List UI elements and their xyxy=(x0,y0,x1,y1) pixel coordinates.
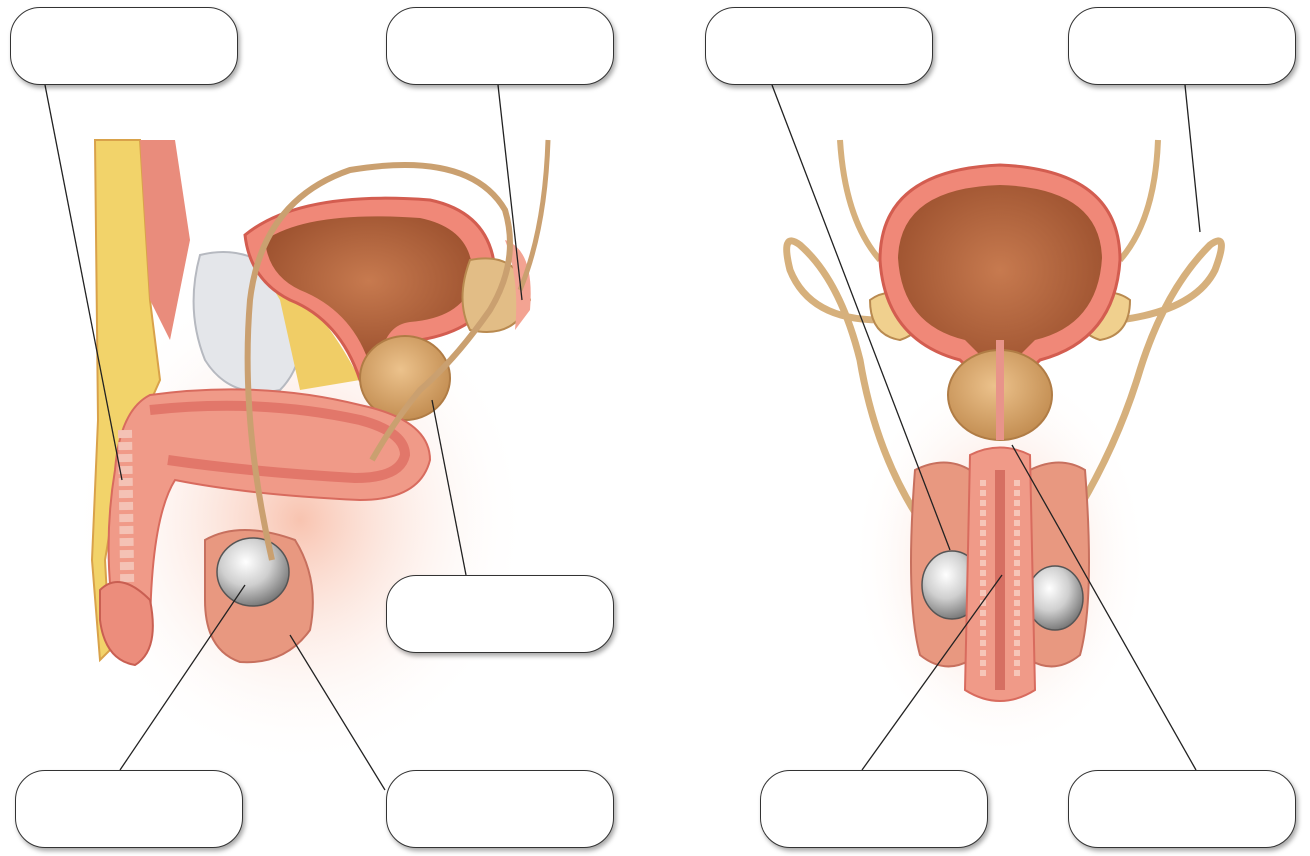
sagittal-view xyxy=(70,140,548,770)
frontal-view xyxy=(787,140,1222,760)
label-box-bottom-center-right[interactable] xyxy=(760,770,988,848)
label-box-top-center-right[interactable] xyxy=(705,7,933,85)
label-box-top-center-left[interactable] xyxy=(386,7,614,85)
label-box-bottom-right[interactable] xyxy=(1068,770,1296,848)
label-box-top-right[interactable] xyxy=(1068,7,1296,85)
label-box-bottom-left[interactable] xyxy=(15,770,243,848)
leader-line-4 xyxy=(1185,85,1200,232)
ureter-right xyxy=(1120,140,1158,260)
label-box-top-left[interactable] xyxy=(10,7,238,85)
label-box-bottom-center-left[interactable] xyxy=(386,770,614,848)
testis-right xyxy=(1027,566,1083,630)
label-box-middle-center[interactable] xyxy=(386,575,614,653)
ureter-left xyxy=(840,140,880,260)
testis xyxy=(217,538,289,606)
